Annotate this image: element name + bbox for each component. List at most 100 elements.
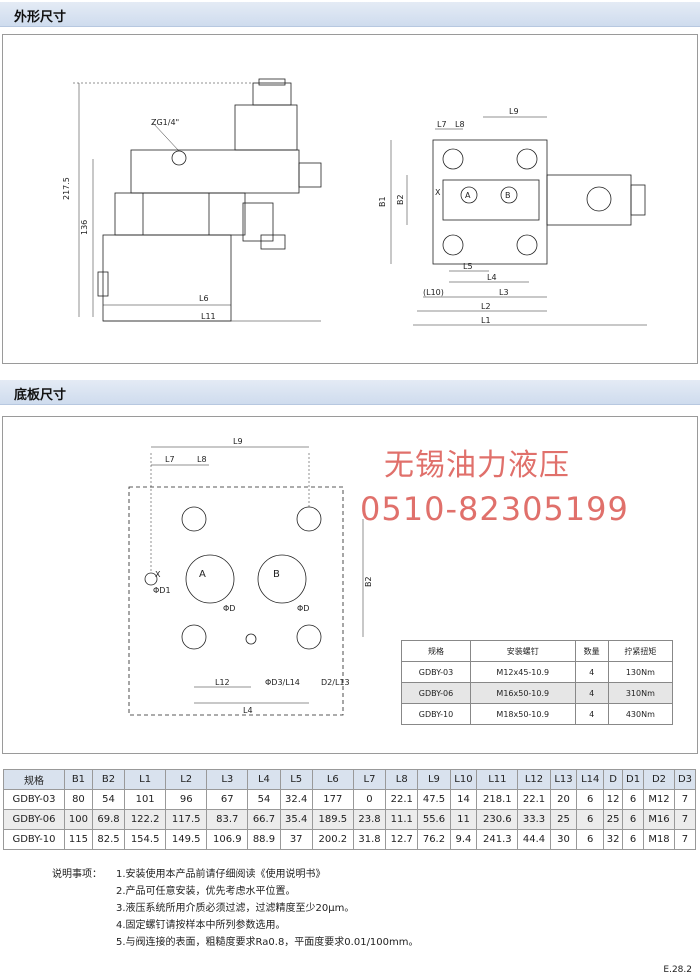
table-cell: 22.1 (385, 789, 419, 810)
label-l11: L11 (201, 312, 216, 321)
table-header: L8 (385, 769, 419, 790)
table-header: L7 (352, 769, 387, 790)
table-header: 安装螺钉 (469, 640, 576, 662)
table-cell: 6 (576, 829, 605, 850)
outline-drawing-frame: ZG1/4" 217.5 136 L6 L11 (2, 34, 698, 364)
table-header: D (603, 769, 624, 790)
table-cell: 12.7 (385, 829, 419, 850)
table-header: L5 (279, 769, 313, 790)
subplate-outline (128, 486, 344, 716)
height-total: 217.5 (62, 177, 71, 200)
label-l9: L9 (509, 107, 519, 116)
pin-hole (245, 633, 257, 645)
table-header: L13 (549, 769, 578, 790)
valve-top-view (432, 139, 646, 265)
table-cell: 115 (64, 829, 93, 850)
table-cell: 31.8 (352, 829, 387, 850)
label-b1: B1 (378, 196, 387, 207)
table-header: B1 (64, 769, 93, 790)
label-l2: L2 (481, 302, 491, 311)
label-d2: D2/L13 (321, 678, 350, 687)
table-cell: GDBY-03 (2, 789, 66, 810)
table-cell: 4 (574, 661, 609, 683)
table-cell: GDBY-06 (401, 682, 471, 704)
table-cell: 20 (549, 789, 578, 810)
section-header-outline: 外形尺寸 (0, 2, 700, 27)
table-header: D3 (673, 769, 697, 790)
table-header: 规格 (2, 769, 66, 790)
table-cell: 88.9 (247, 829, 281, 850)
table-cell: 200.2 (311, 829, 354, 850)
port-x-circle (144, 572, 158, 586)
section-title: 外形尺寸 (14, 10, 67, 25)
subplate-drawing: L9 L7 L8 X ΦD1 A B ΦD ΦD B2 L12 L4 ΦD3/L… (128, 437, 373, 716)
table-cell: 117.5 (165, 809, 208, 830)
table-cell: M12 (643, 789, 675, 810)
table-cell: 6 (576, 789, 605, 810)
table-cell: 101 (124, 789, 167, 810)
table-cell: 32 (603, 829, 624, 850)
table-header: L2 (165, 769, 208, 790)
table-header: 数量 (574, 640, 609, 662)
table-cell: 154.5 (124, 829, 167, 850)
label-l3: L3 (499, 288, 509, 297)
table-row: GDBY-10 M18x50-10.9 4 430Nm (401, 703, 674, 725)
table-cell: 25 (603, 809, 624, 830)
table-header: L4 (247, 769, 281, 790)
table-cell: 430Nm (607, 703, 674, 725)
table-cell: GDBY-06 (2, 809, 66, 830)
label-l8: L8 (455, 120, 465, 129)
valve-side-view (97, 78, 322, 322)
table-header: L6 (311, 769, 354, 790)
table-cell: 6 (622, 829, 644, 850)
page-number: E.28.2 (663, 965, 692, 975)
table-cell: 33.3 (517, 809, 551, 830)
section-title: 底板尺寸 (14, 388, 67, 403)
watermark-company: 无锡油力液压 (384, 448, 570, 483)
table-cell: 67 (206, 789, 249, 810)
label-l10: (L10) (423, 288, 444, 297)
table-cell: 189.5 (311, 809, 354, 830)
table-header: L1 (124, 769, 167, 790)
table-cell: 6 (622, 809, 644, 830)
label-l6: L6 (199, 294, 209, 303)
label-l1: L1 (481, 316, 491, 325)
note-item: 3.液压系统所用介质必须过滤，过滤精度至少20μm。 (116, 903, 355, 914)
table-cell: 47.5 (417, 789, 451, 810)
outline-drawing: ZG1/4" 217.5 136 L6 L11 (62, 78, 647, 326)
top-dimension-text: L9 L7 L8 B1 B2 X A B L5 L4 (L10) L3 L2 L… (378, 107, 519, 325)
table-cell: M18 (643, 829, 675, 850)
table-header: L10 (449, 769, 478, 790)
table-cell: 12 (603, 789, 624, 810)
table-cell: 230.6 (476, 809, 519, 830)
table-header: L11 (476, 769, 519, 790)
label-l8: L8 (197, 455, 207, 464)
note-item: 4.固定螺钉请按样本中所列参数选用。 (116, 920, 286, 931)
label-l5: L5 (463, 262, 473, 271)
table-cell: 7 (673, 829, 697, 850)
watermark-phone: 0510-82305199 (360, 490, 629, 528)
table-cell: 177 (311, 789, 354, 810)
table-row: GDBY-06 M16x50-10.9 4 310Nm (401, 682, 674, 704)
table-cell: 96 (165, 789, 208, 810)
table-cell: 22.1 (517, 789, 551, 810)
table-cell: 69.8 (91, 809, 126, 830)
table-header: B2 (91, 769, 126, 790)
label-phi-d-b: ΦD (297, 604, 309, 613)
table-cell: 44.4 (517, 829, 551, 850)
table-cell: 30 (549, 829, 578, 850)
table-cell: M12x45-10.9 (469, 661, 576, 683)
port-b-label: B (273, 569, 280, 580)
table-cell: 66.7 (247, 809, 281, 830)
port-a: A (465, 191, 471, 200)
table-cell: 11.1 (385, 809, 419, 830)
table-cell: 25 (549, 809, 578, 830)
table-cell: 76.2 (417, 829, 451, 850)
section-header-subplate: 底板尺寸 (0, 380, 700, 405)
label-l7: L7 (437, 120, 447, 129)
label-b2: B2 (396, 194, 405, 205)
label-phi-d1: ΦD1 (153, 586, 171, 595)
